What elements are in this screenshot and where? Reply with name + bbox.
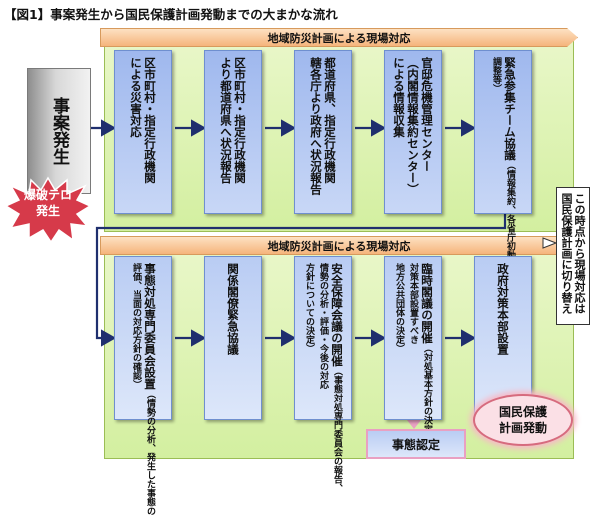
outcome-line-1: 国民保護 bbox=[498, 405, 547, 419]
step-label: 政府対策本部設置 bbox=[496, 263, 510, 355]
step-label: 安全保障会議の開催（事態対処専門委員会の報告、 情勢の分析・評価・今後の対応 方… bbox=[302, 257, 344, 493]
step-label: 事態対処専門委員会設置（情勢の分析、発生した事態の 評価、当面の対応方針の確認） bbox=[129, 257, 157, 516]
switch-callout: この時点から現場対応は 国民保護計画に切り替え bbox=[556, 187, 590, 325]
step-label: 都道府県、指定行政機関 轄各庁より政府へ状況報告 bbox=[309, 57, 337, 195]
step-label: 臨時閣議の開催（対処基本方針の決定と 対策本部設置すべき 地方公共団体の決定） bbox=[392, 257, 434, 443]
step-label: 官邸危機管理センター （内閣情報集約センター） による情報収集 bbox=[392, 57, 434, 195]
bottom-band-arrow: 地域防災計画による現場対応 bbox=[100, 236, 578, 255]
step-label: 区市町村・指定行政機関 より都道府県へ状況報告 bbox=[219, 57, 247, 184]
step-report-to-prefecture: 区市町村・指定行政機関 より都道府県へ状況報告 bbox=[204, 50, 262, 214]
step-sub: （情勢の分析、発生した事態の 評価、当面の対応方針の確認） bbox=[131, 263, 155, 516]
burst-line-2: 発生 bbox=[35, 204, 60, 218]
event-box: 事案発生 bbox=[27, 68, 91, 194]
step-sub: （情報集約、各省庁初動措置の 調整等） bbox=[491, 57, 515, 287]
step-expert-committee: 事態対処専門委員会設置（情勢の分析、発生した事態の 評価、当面の対応方針の確認） bbox=[114, 256, 172, 516]
step-main: 安全保障会議の開催 bbox=[330, 263, 344, 367]
arrow-step5-wrap bbox=[95, 212, 507, 347]
step-label: 緊急参集チーム協議（情報集約、各省庁初動措置の 調整等） bbox=[489, 51, 517, 287]
step-main: 緊急参集チーム協議 bbox=[503, 57, 517, 161]
event-label: 事案発生 bbox=[49, 97, 69, 165]
top-band-arrow: 地域防災計画による現場対応 bbox=[100, 28, 578, 47]
step-security-council: 安全保障会議の開催（事態対処専門委員会の報告、 情勢の分析・評価・今後の対応 方… bbox=[294, 256, 352, 493]
step-cabinet-meeting: 臨時閣議の開催（対処基本方針の決定と 対策本部設置すべき 地方公共団体の決定） bbox=[384, 256, 442, 443]
outcome-line-2: 計画発動 bbox=[498, 421, 547, 435]
step-label: 関係閣僚緊急協議 bbox=[226, 263, 240, 355]
situation-recognition-box: 事態認定 bbox=[366, 429, 466, 459]
explosion-burst-icon bbox=[5, 176, 91, 244]
bottom-band-label: 地域防災計画による現場対応 bbox=[267, 239, 411, 253]
figure-title: 【図1】事案発生から国民保護計画発動までの大まかな流れ bbox=[4, 7, 338, 22]
step-government-hq: 政府対策本部設置 bbox=[474, 256, 532, 420]
step-sub: （対処基本方針の決定と 対策本部設置すべき 地方公共団体の決定） bbox=[394, 263, 432, 443]
recognition-label: 事態認定 bbox=[391, 437, 440, 452]
step-ministers-meeting: 関係閣僚緊急協議 bbox=[204, 256, 262, 420]
step-report-to-government: 都道府県、指定行政機関 轄各庁より政府へ状況報告 bbox=[294, 50, 352, 214]
step-emergency-team: 緊急参集チーム協議（情報集約、各省庁初動措置の 調整等） bbox=[474, 50, 532, 287]
step-local-disaster-response: 区市町村・指定行政機関 による災害対応 bbox=[114, 50, 172, 214]
step-main: 臨時閣議の開催 bbox=[420, 263, 434, 344]
step-sub: （事態対処専門委員会の報告、 情勢の分析・評価・今後の対応 方針についての決定） bbox=[304, 263, 342, 493]
top-band-label: 地域防災計画による現場対応 bbox=[267, 31, 411, 45]
step-label: 区市町村・指定行政機関 による災害対応 bbox=[129, 57, 157, 184]
callout-text: この時点から現場対応は 国民保護計画に切り替え bbox=[560, 193, 586, 314]
flow-arrows bbox=[90, 119, 558, 429]
step-main: 事態対処専門委員会設置 bbox=[143, 263, 157, 390]
burst-label: 爆破テロ 発生 bbox=[5, 187, 91, 219]
step-info-collection: 官邸危機管理センター （内閣情報集約センター） による情報収集 bbox=[384, 50, 442, 214]
civil-protection-activation: 国民保護 計画発動 bbox=[473, 394, 573, 446]
callout-pointer bbox=[542, 237, 558, 249]
recognition-pointer bbox=[407, 420, 421, 429]
burst-line-1: 爆破テロ bbox=[23, 188, 72, 202]
